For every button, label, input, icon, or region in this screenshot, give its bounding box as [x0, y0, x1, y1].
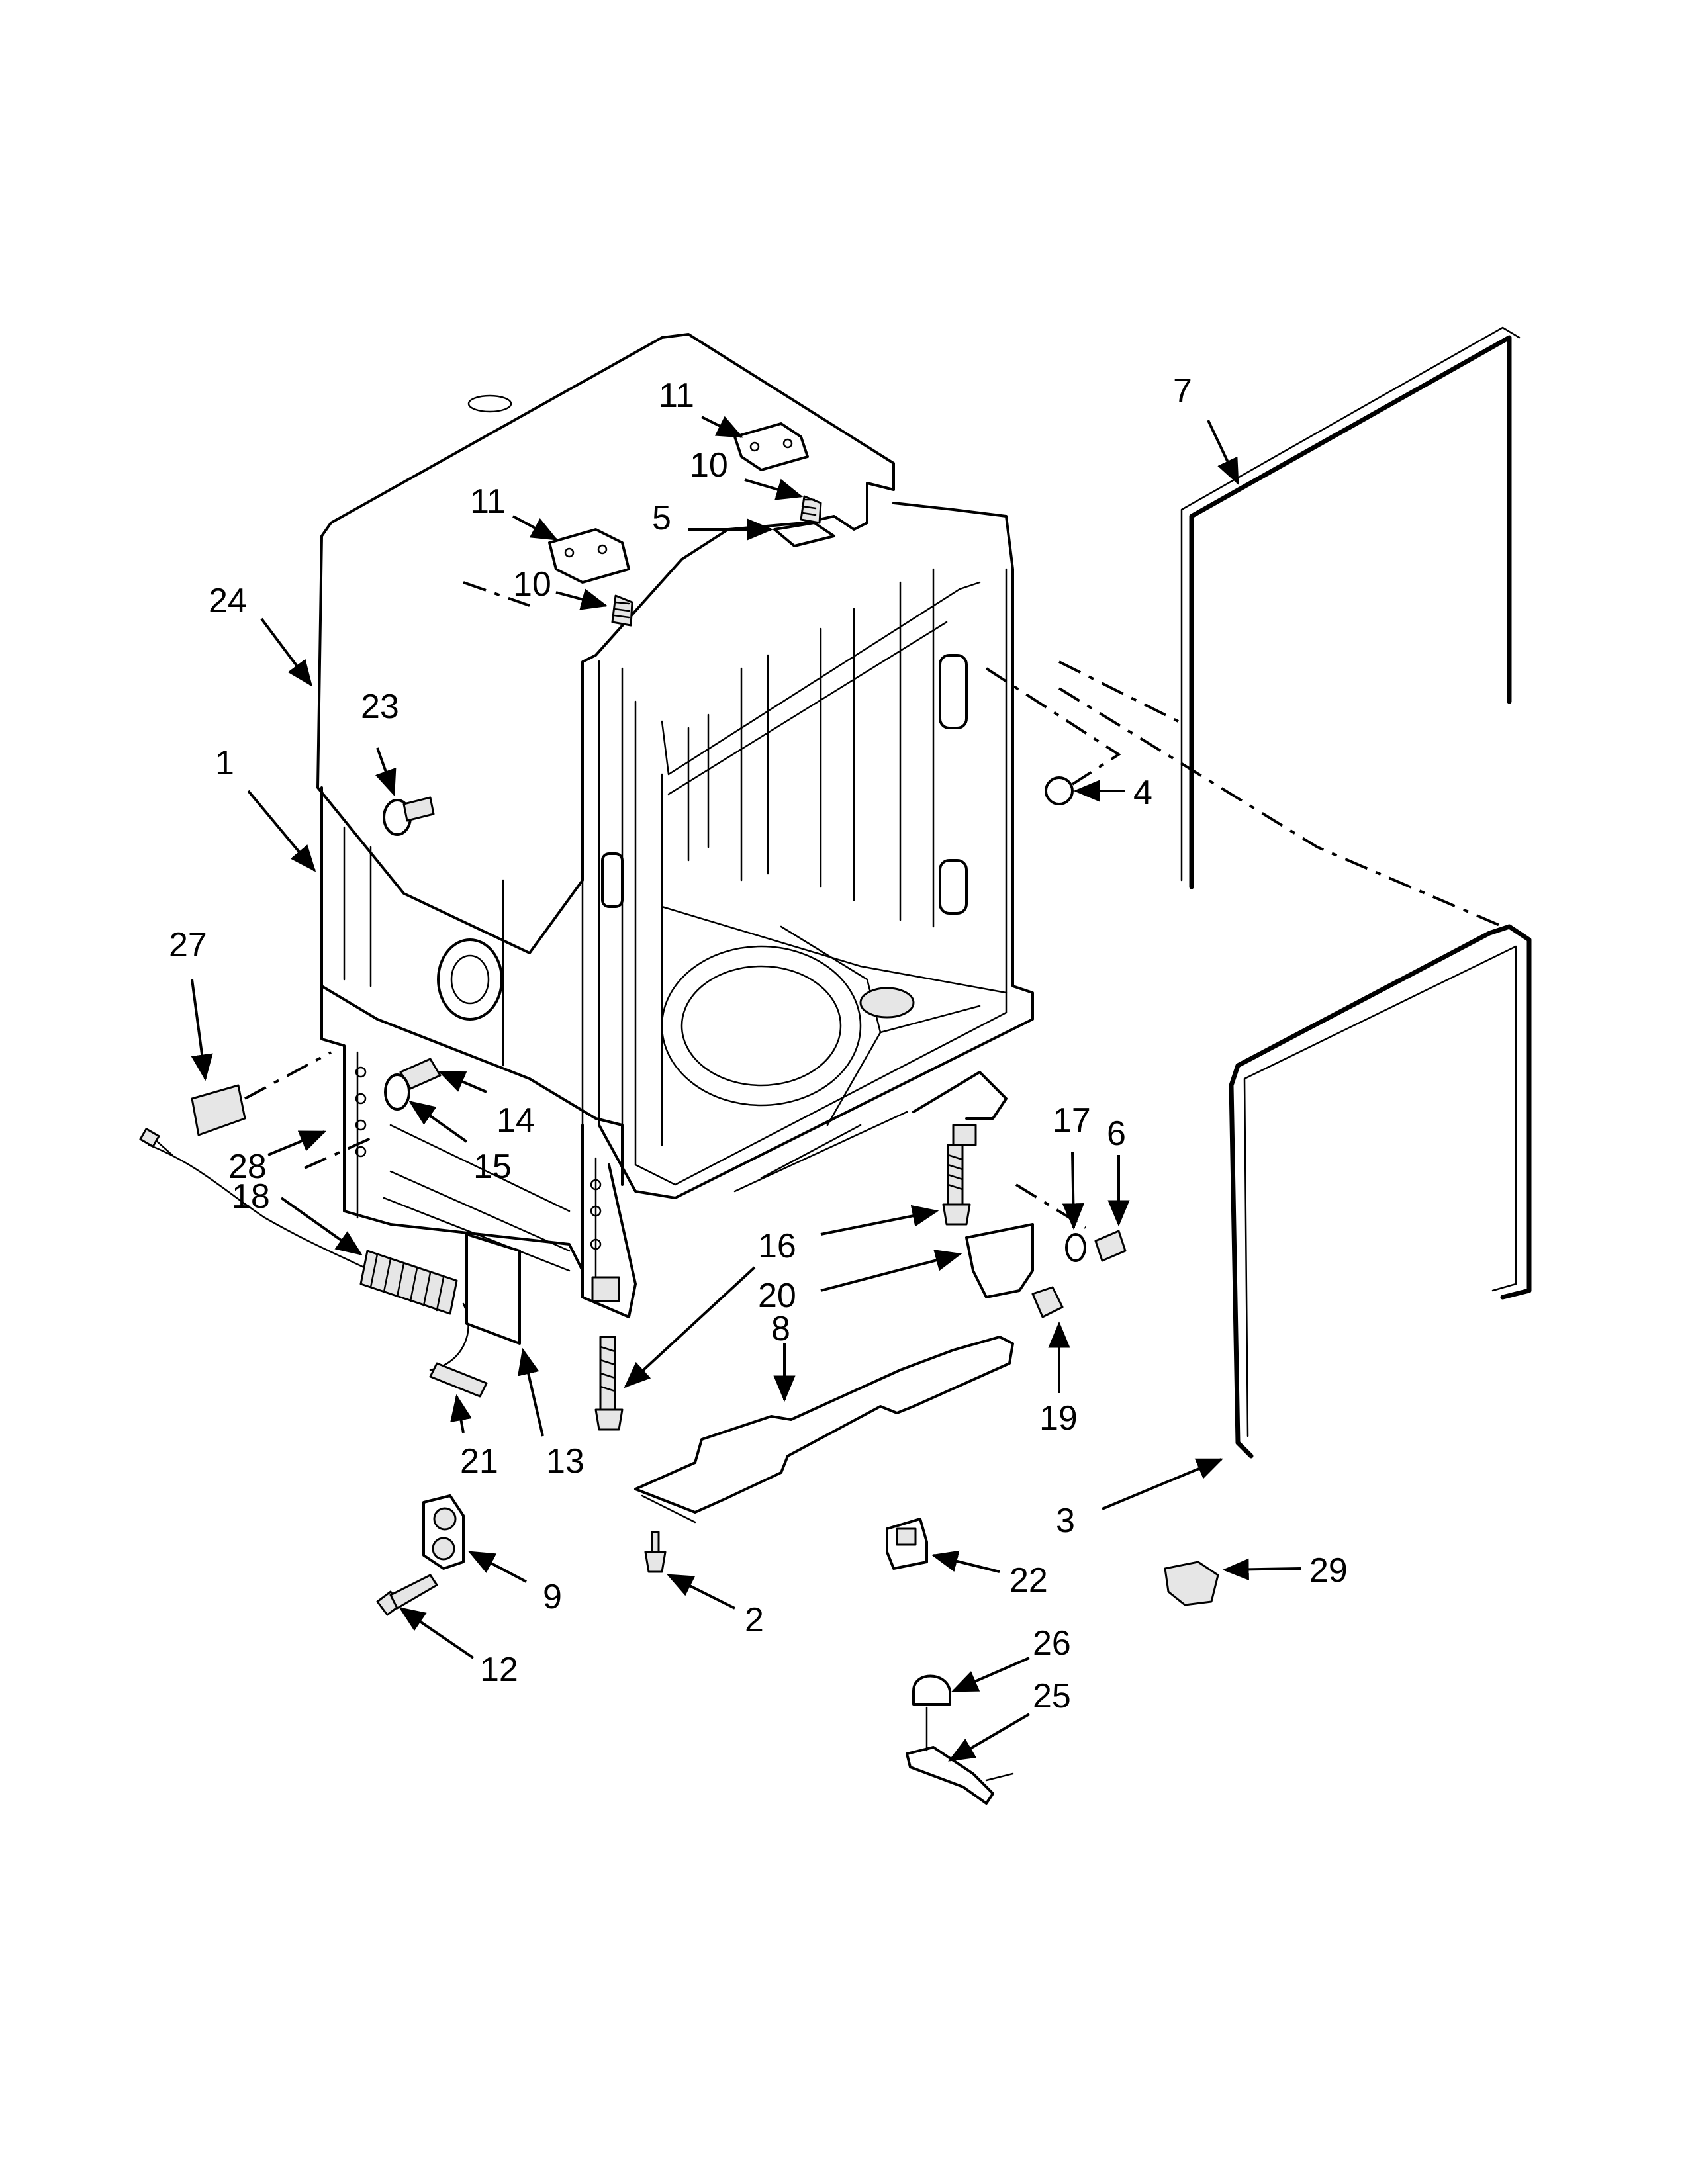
float [912, 1674, 951, 1706]
callout-11: 11 [659, 377, 694, 415]
blanket-fastener [383, 796, 435, 836]
vent-clip [773, 522, 835, 547]
callout-3: 3 [1056, 1502, 1075, 1540]
tub-side-port [437, 938, 503, 1021]
tub-base-left [320, 985, 584, 1298]
centerline-gasket-upper [1058, 660, 1179, 723]
callout-17: 17 [1053, 1101, 1091, 1140]
callout-2: 2 [745, 1601, 764, 1639]
sump-opening [661, 945, 862, 1107]
callout-20: 20 [758, 1277, 796, 1315]
centerline-plug [985, 667, 1121, 786]
callout-25: 25 [1033, 1677, 1071, 1715]
tub-front-frame [598, 502, 1034, 1199]
callout-6: 6 [1107, 1115, 1126, 1153]
callout-12: 12 [480, 1651, 518, 1689]
callout-labels: 7 11 10 11 5 10 24 23 1 4 27 28 14 15 17… [169, 372, 1348, 1715]
hinge-bracket-lower [548, 528, 630, 584]
callout-27: 27 [169, 926, 207, 964]
bottom-panel [634, 1336, 1014, 1514]
sensor [429, 1362, 488, 1398]
centerline-bracket-screw [1015, 1183, 1087, 1229]
grommet [384, 1073, 410, 1111]
callout-21: 21 [460, 1442, 498, 1480]
callout-26: 26 [1033, 1624, 1071, 1662]
callout-22: 22 [1009, 1561, 1048, 1600]
plug [1045, 776, 1074, 805]
callout-14: 14 [496, 1101, 535, 1140]
callout-13: 13 [546, 1442, 585, 1480]
mounting-bracket [965, 1223, 1034, 1298]
centerline-clip [244, 1051, 332, 1100]
front-left-leg [581, 1124, 637, 1318]
callout-18: 18 [232, 1177, 270, 1216]
washer [1065, 1233, 1086, 1262]
hinge-screw-upper [800, 495, 822, 524]
centerline-bracket [304, 1137, 371, 1169]
callout-10: 10 [690, 446, 728, 484]
callout-15: 15 [473, 1148, 512, 1186]
leader-lines [191, 416, 1301, 1762]
hinge-bracket-upper [733, 422, 809, 471]
cover-plate [465, 1233, 521, 1345]
rear-right-bracket [912, 1071, 1008, 1120]
door-clip [1164, 1561, 1219, 1606]
tub-floor [661, 905, 1008, 994]
centerline-blanket [463, 581, 530, 607]
callout-9: 9 [543, 1578, 562, 1616]
harness-clip [191, 1084, 246, 1136]
callout-8: 8 [771, 1310, 790, 1348]
tub-foot [644, 1531, 667, 1573]
callout-29: 29 [1309, 1551, 1348, 1590]
callout-1: 1 [215, 744, 234, 782]
callout-24: 24 [209, 582, 247, 620]
spray-arm-mount [859, 987, 915, 1019]
callout-23: 23 [361, 688, 399, 726]
leveling-screw [376, 1574, 438, 1616]
tub-assembly [316, 333, 1034, 1318]
door-gasket-upper [1189, 335, 1512, 889]
callout-10: 10 [513, 565, 551, 604]
callout-16: 16 [758, 1227, 796, 1265]
wire-harness [139, 1128, 469, 1371]
connector [886, 1518, 928, 1570]
callout-19: 19 [1039, 1399, 1078, 1437]
hinge-screw-lower [611, 594, 633, 627]
callout-28: 28 [228, 1148, 267, 1186]
callout-11: 11 [470, 482, 506, 521]
bracket-screw [1094, 1230, 1127, 1262]
callout-4: 4 [1133, 774, 1152, 812]
callout-5: 5 [652, 499, 671, 537]
callout-7: 7 [1173, 372, 1192, 410]
door-gasket-lower [1229, 924, 1532, 1459]
hose-clamp [422, 1494, 465, 1570]
bracket-screw-lower [1031, 1286, 1064, 1318]
leveling-leg-rear [942, 1144, 971, 1226]
leveling-leg-front [594, 1336, 624, 1431]
float-switch-bracket [906, 1746, 994, 1805]
centerline-gasket [1058, 687, 1503, 928]
